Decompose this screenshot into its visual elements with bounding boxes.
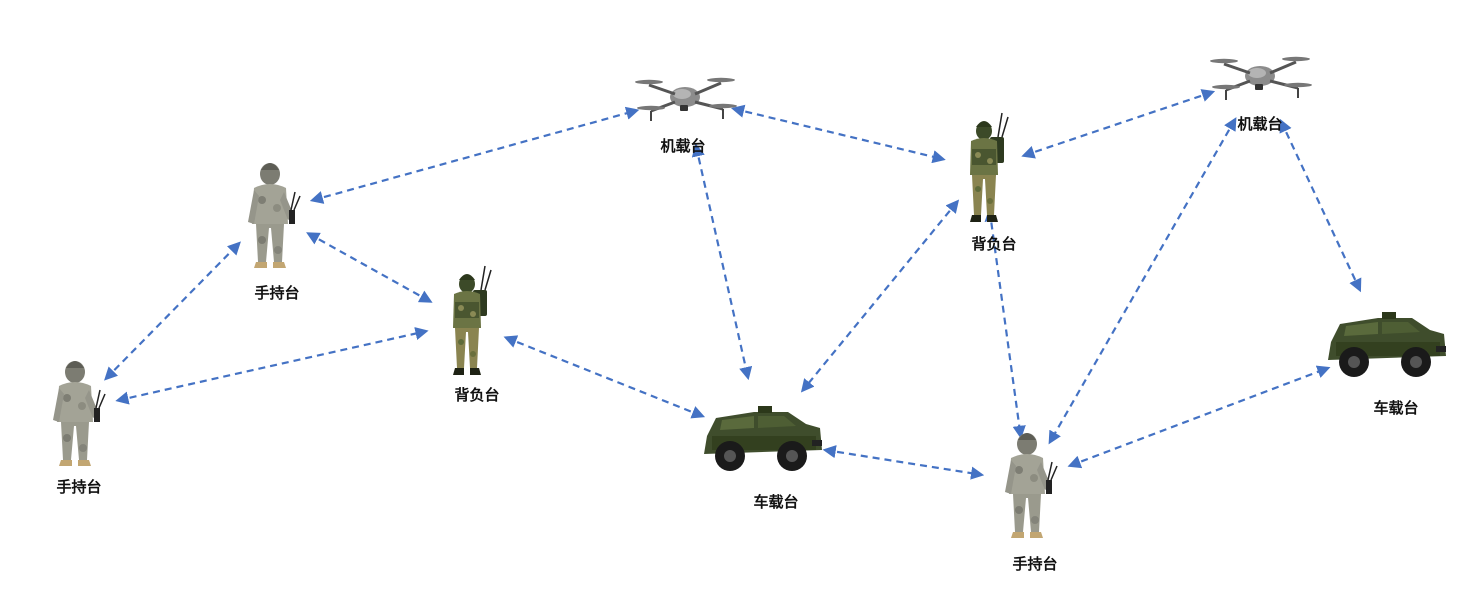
soldier-handheld-icon bbox=[1004, 432, 1058, 539]
node-label: 背负台 bbox=[971, 235, 1016, 253]
node-backpack_1: 背负台 bbox=[452, 265, 500, 404]
link-handheld_1-backpack_1 bbox=[115, 327, 429, 405]
node-label: 手持台 bbox=[1012, 555, 1057, 573]
node-label: 背负台 bbox=[454, 386, 499, 404]
node-label: 车载台 bbox=[753, 493, 798, 511]
link-airborne_1-vehicle_1 bbox=[691, 143, 753, 381]
link-handheld_2-backpack_1 bbox=[306, 232, 433, 303]
soldier-backpack-icon bbox=[452, 265, 492, 376]
drone-icon bbox=[1208, 55, 1314, 102]
drone-icon bbox=[633, 76, 739, 123]
armored-vehicle-icon bbox=[704, 406, 822, 471]
link-airborne_2-vehicle_2 bbox=[1279, 118, 1362, 293]
link-backpack_2-handheld_3 bbox=[984, 207, 1026, 440]
node-label: 车载台 bbox=[1373, 399, 1418, 417]
node-airborne_2: 机载台 bbox=[1208, 55, 1314, 133]
link-airborne_1-backpack_2 bbox=[731, 104, 946, 164]
node-label: 机载台 bbox=[660, 137, 705, 155]
link-handheld_2-airborne_1 bbox=[309, 106, 640, 204]
link-backpack_2-airborne_2 bbox=[1021, 89, 1216, 159]
link-handheld_3-vehicle_2 bbox=[1067, 365, 1331, 469]
link-handheld_1-handheld_2 bbox=[104, 241, 241, 381]
node-handheld_2: 手持台 bbox=[247, 162, 301, 302]
node-handheld_1: 手持台 bbox=[52, 360, 106, 496]
node-airborne_1: 机载台 bbox=[633, 76, 739, 155]
link-vehicle_1-handheld_3 bbox=[822, 445, 985, 480]
links-layer bbox=[104, 89, 1362, 480]
node-label: 机载台 bbox=[1237, 115, 1282, 133]
link-airborne_2-handheld_3 bbox=[1048, 117, 1237, 445]
soldier-handheld-icon bbox=[247, 162, 301, 269]
armored-vehicle-icon bbox=[1328, 312, 1446, 377]
node-label: 手持台 bbox=[56, 478, 101, 496]
node-label: 手持台 bbox=[254, 284, 299, 302]
link-backpack_2-vehicle_1 bbox=[800, 199, 960, 393]
link-backpack_1-vehicle_1 bbox=[503, 335, 706, 419]
soldier-handheld-icon bbox=[52, 360, 106, 467]
node-handheld_3: 手持台 bbox=[1004, 432, 1058, 573]
soldier-backpack-icon bbox=[969, 112, 1009, 223]
node-vehicle_1: 车载台 bbox=[704, 406, 822, 511]
node-backpack_2: 背负台 bbox=[969, 112, 1017, 253]
node-vehicle_2: 车载台 bbox=[1328, 312, 1446, 417]
